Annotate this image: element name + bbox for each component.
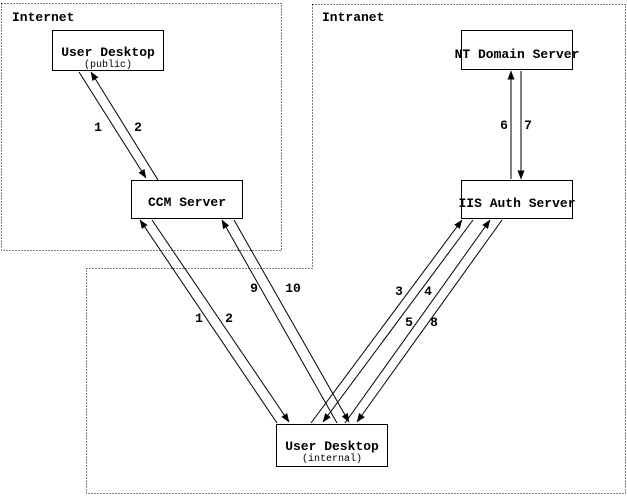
- internet-zone-outline: [1, 3, 282, 251]
- edge-step-number-4: 4: [424, 284, 432, 299]
- edge-step-number-3: 3: [395, 284, 403, 299]
- user-desktop-internal-sublabel: (internal): [302, 453, 362, 465]
- edge-step-number-2: 2: [225, 311, 233, 326]
- user-desktop-internal-label: User Desktop: [285, 439, 379, 454]
- edge-step-3-user-desktop-internal-to-iis-auth-server: [310, 219, 463, 424]
- edge-step-number-2: 2: [134, 120, 142, 135]
- intranet-zone-label: Intranet: [322, 10, 384, 25]
- iis-auth-server-box: [461, 180, 573, 219]
- edge-step-number-1: 1: [195, 311, 203, 326]
- edge-step-4-iis-auth-server-to-user-desktop-internal: [322, 219, 474, 423]
- edge-step-number-5: 5: [405, 315, 413, 330]
- edge-step-10-ccm-server-to-user-desktop-internal: [233, 219, 350, 423]
- edge-step-8-iis-auth-server-to-user-desktop-internal: [356, 219, 503, 423]
- edge-step-number-1: 1: [94, 120, 102, 135]
- edge-step-number-6: 6: [500, 118, 508, 133]
- edge-step-1-user-desktop-internal-to-ccm-server: [139, 219, 278, 424]
- edge-step-number-10: 10: [285, 281, 301, 296]
- user-desktop-public-box: [52, 30, 164, 71]
- nt-domain-server-box: [461, 30, 573, 70]
- edge-step-number-9: 9: [250, 281, 258, 296]
- edge-step-number-8: 8: [430, 315, 438, 330]
- edge-step-2-ccm-server-to-user-desktop-internal: [151, 219, 290, 423]
- intranet-zone-outline: [86, 4, 626, 494]
- edge-step-5-user-desktop-internal-to-iis-auth-server: [344, 219, 491, 424]
- user-desktop-public-label: User Desktop: [61, 45, 155, 60]
- user-desktop-internal-box: [276, 424, 388, 467]
- edge-step-9-user-desktop-internal-to-ccm-server: [221, 219, 338, 424]
- ccm-server-box: [131, 180, 243, 219]
- nt-domain-server-label: NT Domain Server: [455, 47, 580, 62]
- edge-step-1-user-desktop-public-to-ccm-server: [78, 71, 147, 179]
- internet-zone-label: Internet: [12, 10, 74, 25]
- edge-step-2-ccm-server-to-user-desktop-public: [90, 71, 159, 181]
- ccm-server-label: CCM Server: [148, 195, 226, 210]
- user-desktop-public-sublabel: (public): [84, 59, 132, 71]
- edge-step-number-7: 7: [524, 118, 532, 133]
- iis-auth-server-label: IIS Auth Server: [458, 196, 575, 211]
